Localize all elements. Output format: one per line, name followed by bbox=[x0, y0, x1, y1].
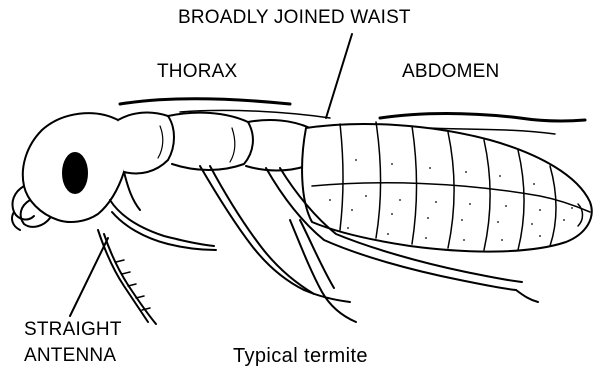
waist-label: BROADLY JOINED WAIST bbox=[178, 7, 411, 29]
termite-abdomen bbox=[302, 122, 592, 252]
waist-leader-line bbox=[326, 34, 352, 118]
antenna-label-line-2: ANTENNA bbox=[24, 345, 116, 367]
termite-thorax bbox=[118, 113, 315, 174]
thorax-label: THORAX bbox=[157, 61, 237, 83]
termite-antenna bbox=[98, 230, 156, 324]
termite-head bbox=[12, 113, 128, 230]
compound-eye bbox=[63, 153, 87, 193]
antenna-label-line-1: STRAIGHT bbox=[24, 319, 122, 341]
abdomen-label: ABDOMEN bbox=[402, 61, 499, 83]
antenna-leader-line bbox=[70, 238, 108, 316]
figure-caption: Typical termite bbox=[233, 345, 368, 367]
